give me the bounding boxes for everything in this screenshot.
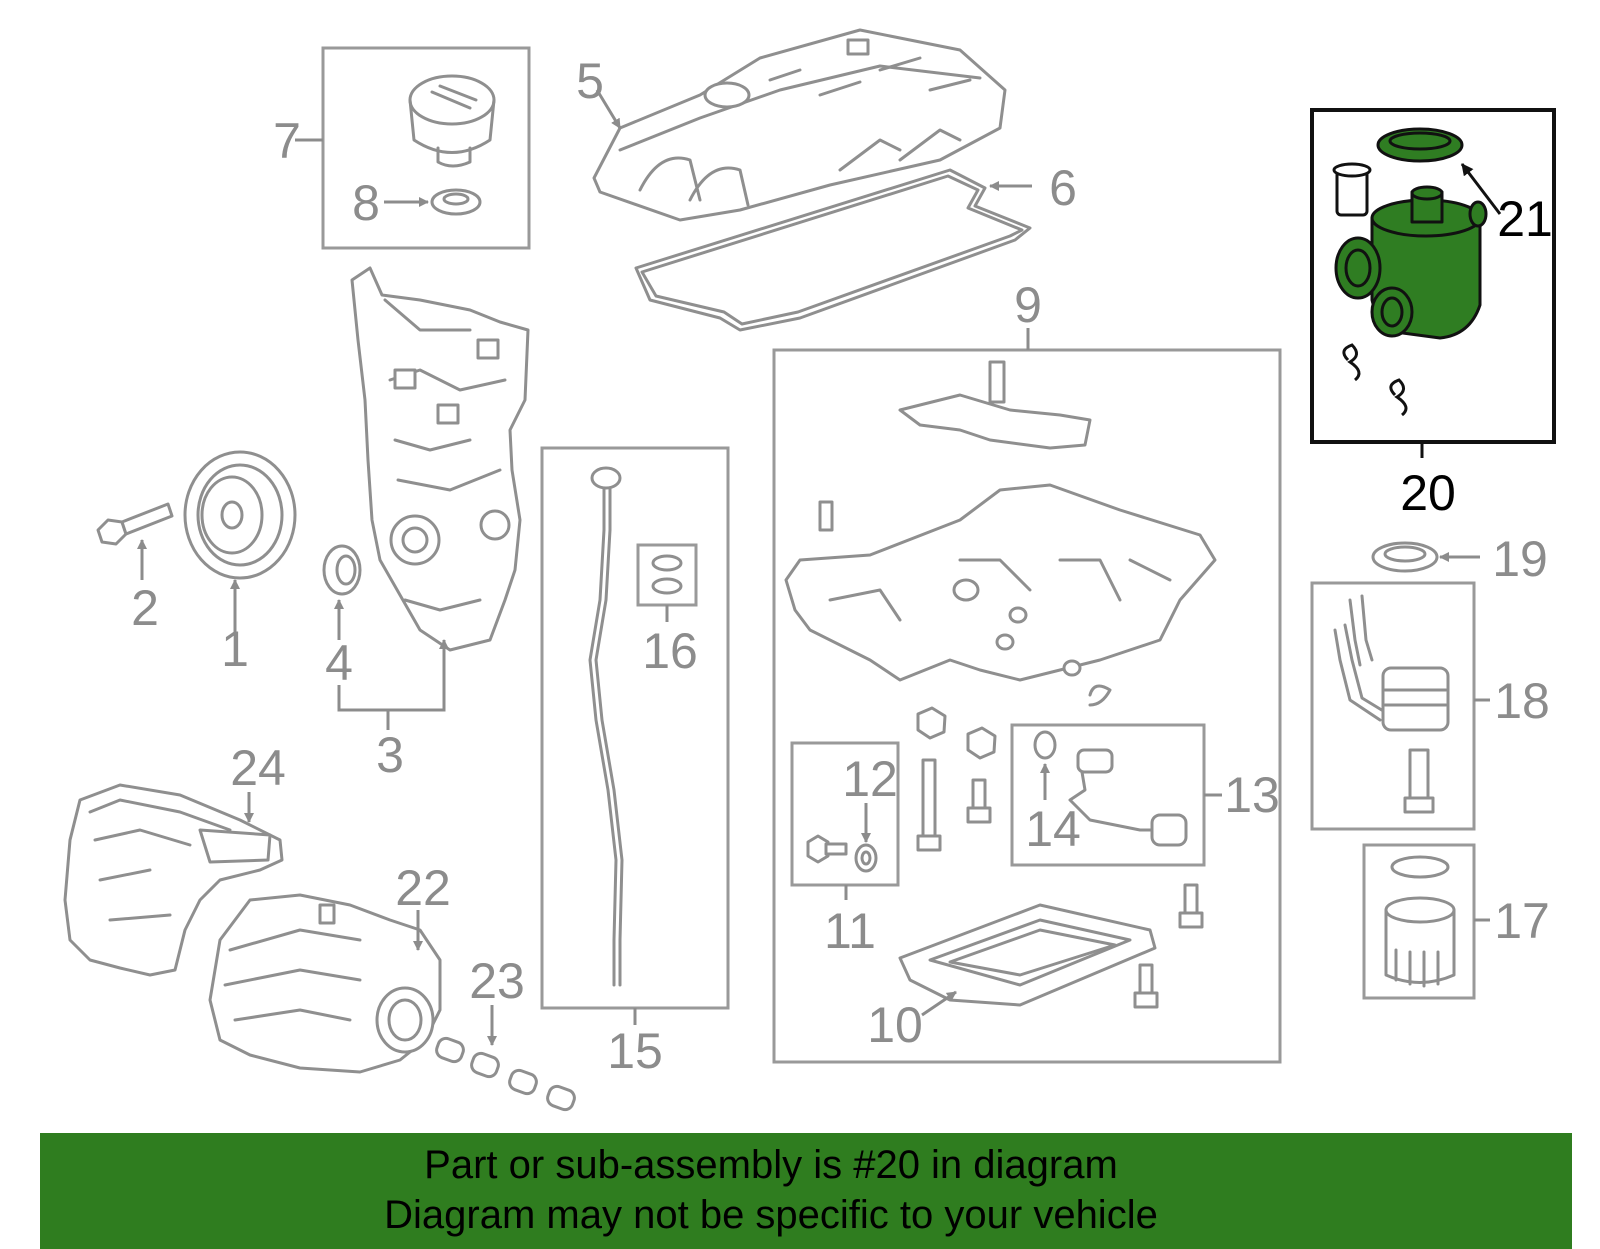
callout-5: 5 [576, 53, 604, 109]
part-seal-19 [1371, 541, 1439, 573]
callout-13: 13 [1224, 767, 1280, 823]
callout-9: 9 [1014, 277, 1042, 333]
callout-7: 7 [273, 113, 301, 169]
callout-10: 10 [867, 997, 923, 1053]
callout-12: 12 [842, 751, 898, 807]
callout-1: 1 [221, 621, 249, 677]
group-box-20 [1310, 108, 1556, 444]
group-box-7 [321, 46, 531, 250]
group-box-16 [636, 543, 698, 607]
part-drain-plug-11 [806, 834, 848, 864]
callout-4: 4 [325, 635, 353, 691]
callout-14: 14 [1025, 801, 1081, 857]
part-oil-sensor-13 [1068, 748, 1188, 847]
footer-line-1: Part or sub-assembly is #20 in diagram [424, 1143, 1118, 1187]
part-drain-plugs [916, 706, 997, 760]
part-sensor-seal-14 [1033, 730, 1057, 760]
part-oil-filter-17 [1384, 855, 1456, 988]
part-front-seal-4 [322, 544, 362, 596]
part-oil-dipstick-15 [588, 466, 624, 987]
callout-2: 2 [131, 580, 159, 636]
part-crankshaft-balancer-1 [183, 450, 297, 580]
callout-24: 24 [230, 740, 286, 796]
callout-20: 20 [1400, 465, 1456, 521]
part-timing-cover-3 [350, 266, 530, 652]
part-oil-filter-housing-20 [1332, 162, 1488, 417]
part-valve-cover-gasket-6 [634, 168, 1032, 332]
part-bolts [916, 758, 1204, 1009]
part-drain-plug-seal-12 [854, 843, 878, 873]
part-valve-cover-5 [592, 28, 1007, 222]
part-clip [1088, 684, 1112, 707]
part-intake-cover-24 [63, 783, 284, 977]
footer-line-2: Diagram may not be specific to your vehi… [384, 1193, 1158, 1237]
part-oil-pan-baffle [898, 360, 1092, 450]
part-lower-oil-pan-10 [898, 903, 1157, 1007]
part-housing-seal-21 [1376, 127, 1464, 163]
part-balancer-bolt-2 [96, 502, 174, 546]
callout-6: 6 [1049, 160, 1077, 216]
callout-8: 8 [352, 175, 380, 231]
part-upper-oil-pan [784, 483, 1217, 682]
callout-18: 18 [1494, 673, 1550, 729]
callout-15: 15 [607, 1023, 663, 1079]
footer-banner: Part or sub-assembly is #20 in diagram D… [40, 1133, 1572, 1249]
callout-19: 19 [1492, 531, 1548, 587]
callout-23: 23 [469, 953, 525, 1009]
group-box-15 [540, 446, 730, 1010]
part-oil-filler-cap [408, 74, 496, 168]
callout-22: 22 [395, 860, 451, 916]
callout-16: 16 [642, 623, 698, 679]
part-intake-gaskets-23 [435, 1036, 576, 1112]
part-seal-8 [430, 188, 482, 216]
part-intake-manifold-22 [208, 893, 442, 1074]
part-dipstick-seals-16 [651, 554, 683, 595]
callout-17: 17 [1494, 893, 1550, 949]
callout-21: 21 [1497, 191, 1553, 247]
part-oil-cooler-18 [1333, 594, 1450, 814]
callout-11: 11 [824, 903, 876, 959]
callout-3: 3 [376, 727, 404, 783]
group-box-18 [1310, 581, 1476, 831]
